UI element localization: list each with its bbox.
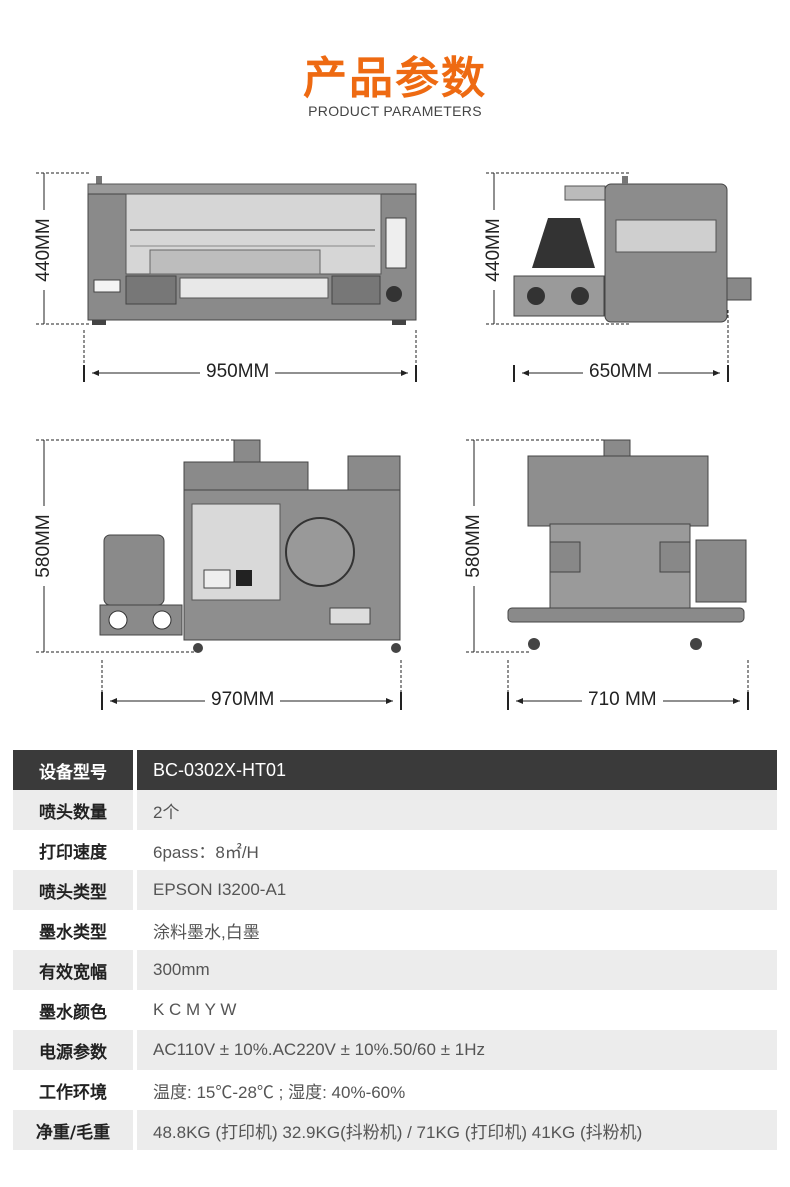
spec-row-power: 电源参数 AC110V ± 10%.AC220V ± 10%.50/60 ± 1… [13,1030,777,1070]
shaker-front-height-label: 580MM [33,506,57,586]
spec-key: 有效宽幅 [13,950,133,990]
spec-key: 墨水类型 [13,910,133,950]
spec-value: 6pass：8㎡/H [137,830,777,870]
spec-key: 墨水颜色 [13,990,133,1030]
spec-key: 喷头类型 [13,870,133,910]
spec-value: BC-0302X-HT01 [137,750,777,790]
printer-side-view: 440MM 650MM [470,160,770,390]
shaker-front-drawing [36,439,402,710]
spec-row-printhead-count: 喷头数量 2个 [13,790,777,830]
shaker-front-width-label: 970MM [205,689,281,711]
page-title: 产品参数 [303,53,487,104]
spec-row-weight: 净重/毛重 48.8KG (打印机) 32.9KG(抖粉机) / 71KG (打… [13,1110,777,1150]
shaker-side-view: 580MM 710 MM [450,430,770,720]
shaker-side-width-label: 710 MM [582,689,663,711]
spec-value: AC110V ± 10%.AC220V ± 10%.50/60 ± 1Hz [137,1030,777,1070]
spec-row-environment: 工作环境 温度: 15℃-28℃ ; 湿度: 40%-60% [13,1070,777,1110]
printer-side-drawing [486,172,752,382]
front-height-label: 440MM [33,210,57,290]
spec-value: 300mm [137,950,777,990]
side-height-label: 440MM [483,210,507,290]
spec-value: 涂料墨水,白墨 [137,910,777,950]
spec-row-print-speed: 打印速度 6pass：8㎡/H [13,830,777,870]
side-width-label: 650MM [583,361,659,383]
printer-front-view: 440MM 950MM [0,160,430,390]
spec-key: 净重/毛重 [13,1110,133,1150]
spec-row-ink-type: 墨水类型 涂料墨水,白墨 [13,910,777,950]
spec-row-model: 设备型号 BC-0302X-HT01 [13,750,777,790]
spec-row-printhead-type: 喷头类型 EPSON I3200-A1 [13,870,777,910]
spec-value: 2个 [137,790,777,830]
shaker-side-height-label: 580MM [463,506,487,586]
shaker-front-view: 580MM 970MM [0,430,430,720]
spec-key: 电源参数 [13,1030,133,1070]
spec-row-print-width: 有效宽幅 300mm [13,950,777,990]
shaker-side-drawing [466,439,749,710]
spec-value: EPSON I3200-A1 [137,870,777,910]
spec-key: 打印速度 [13,830,133,870]
front-width-label: 950MM [200,361,276,383]
spec-value: K C M Y W [137,990,777,1030]
spec-table: 设备型号 BC-0302X-HT01 喷头数量 2个 打印速度 6pass：8㎡… [13,750,777,1150]
spec-key: 喷头数量 [13,790,133,830]
spec-key: 工作环境 [13,1070,133,1110]
spec-value: 温度: 15℃-28℃ ; 湿度: 40%-60% [137,1070,777,1110]
spec-value: 48.8KG (打印机) 32.9KG(抖粉机) / 71KG (打印机) 41… [137,1110,777,1150]
page-subtitle: PRODUCT PARAMETERS [308,103,482,119]
spec-row-ink-colors: 墨水颜色 K C M Y W [13,990,777,1030]
spec-key: 设备型号 [13,750,133,790]
printer-front-drawing [36,172,417,382]
